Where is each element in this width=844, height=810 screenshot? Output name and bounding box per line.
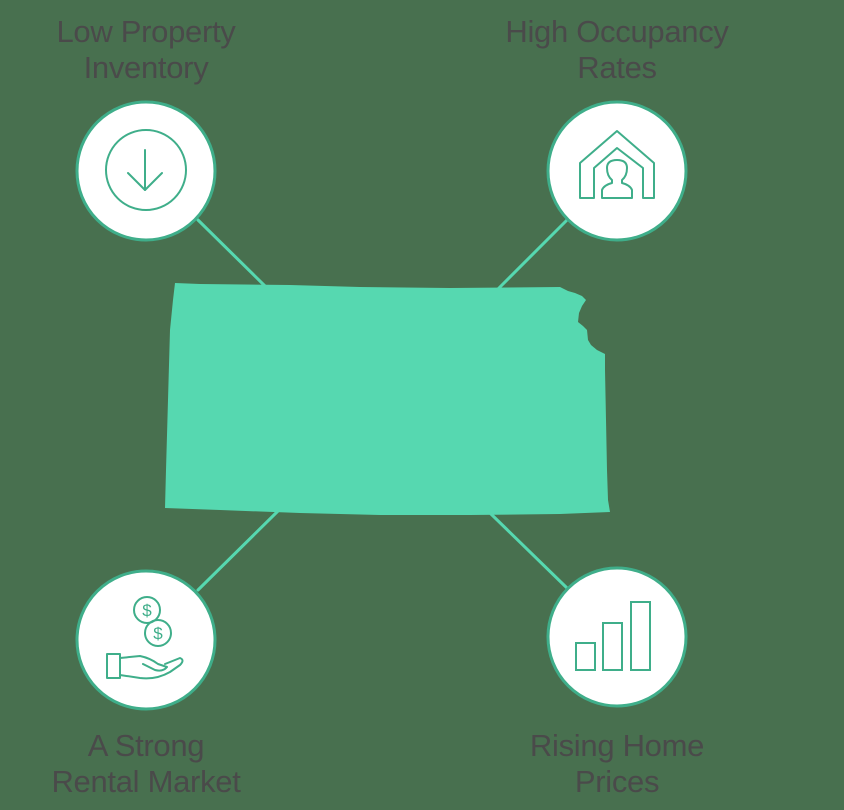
node-circle (546, 100, 688, 242)
label-line: Inventory (83, 50, 209, 85)
svg-text:$: $ (153, 624, 163, 643)
node-rising-home-prices (546, 566, 688, 708)
node-low-property-inventory (75, 100, 217, 242)
label-line: Rising Home (529, 728, 705, 763)
label-line: A Strong (87, 728, 205, 763)
node-high-occupancy-rates (546, 100, 688, 242)
label-line: Prices (574, 764, 660, 799)
connector-lines (196, 218, 569, 592)
label-strong-rental-market: A Strong Rental Market (0, 728, 296, 800)
label-low-property-inventory: Low Property Inventory (0, 14, 296, 86)
connector-bottom-right (489, 512, 569, 590)
label-line: Rates (577, 50, 657, 85)
house-person-icon (579, 130, 655, 199)
label-rising-home-prices: Rising Home Prices (467, 728, 767, 800)
bar-chart-icon (575, 601, 651, 671)
connector-top-right (495, 218, 569, 292)
kansas-map (165, 283, 610, 515)
svg-text:$: $ (142, 601, 152, 620)
down-arrow-circle-icon (105, 129, 187, 211)
label-high-occupancy-rates: High Occupancy Rates (467, 14, 767, 86)
connector-bottom-left (196, 509, 280, 592)
label-line: Rental Market (51, 764, 241, 799)
connector-top-left (196, 218, 268, 289)
hand-coins-icon: $ $ (106, 596, 184, 680)
node-strong-rental-market: $ $ (75, 569, 217, 711)
label-line: Low Property (56, 14, 236, 49)
node-circle (546, 566, 688, 708)
label-line: High Occupancy (505, 14, 729, 49)
